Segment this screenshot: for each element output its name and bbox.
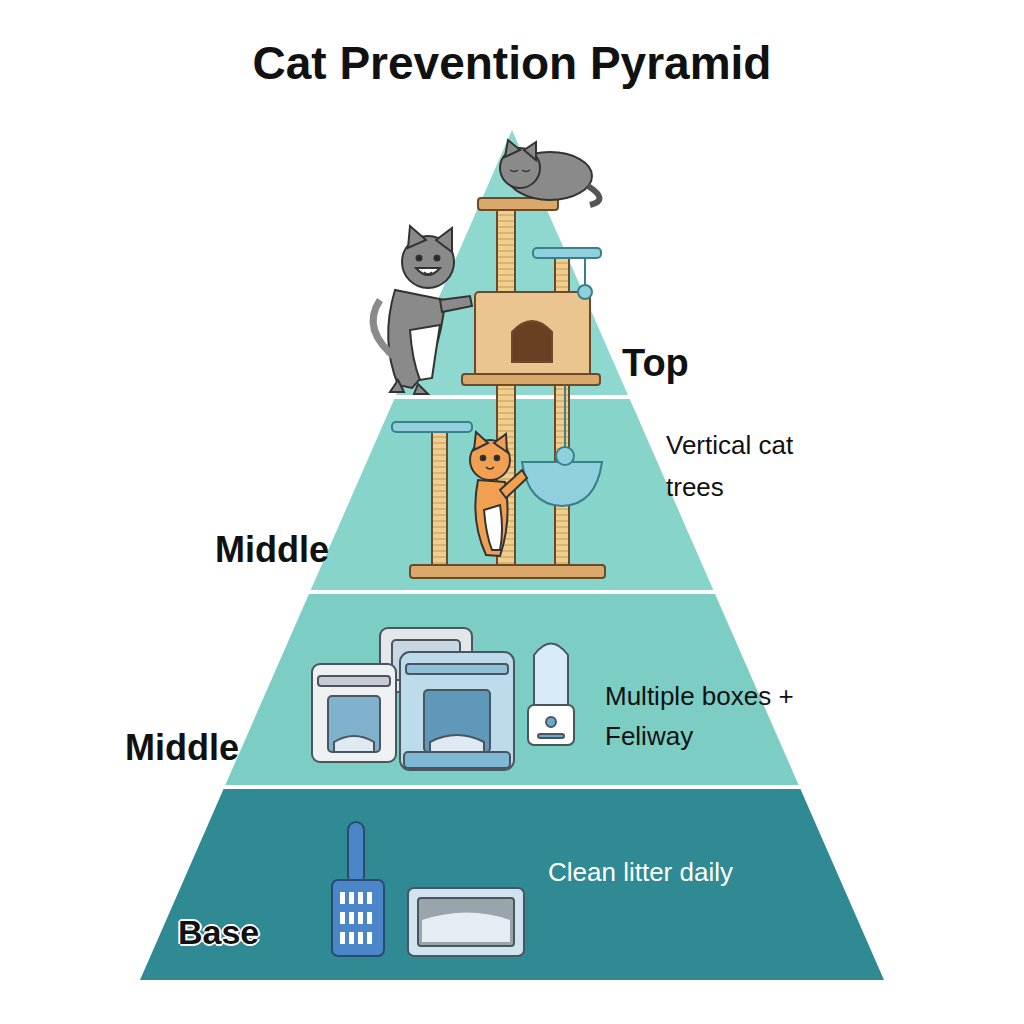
tier-description: Clean litter daily bbox=[548, 857, 733, 888]
tier-shape bbox=[140, 789, 884, 980]
tier-heading: Middle bbox=[125, 726, 239, 769]
tier-band bbox=[0, 789, 1024, 980]
pyramid-tier: Middle Multiple boxes + Feliway bbox=[0, 594, 1024, 785]
tier-heading: Middle bbox=[215, 528, 329, 571]
pyramid-tier: Top bbox=[0, 130, 1024, 395]
tier-heading: Base bbox=[178, 912, 259, 953]
tier-heading: Top bbox=[622, 340, 689, 386]
tier-description: Vertical cat trees bbox=[666, 424, 806, 508]
pyramid-tier: Middle Vertical cat trees bbox=[0, 399, 1024, 590]
tier-shape bbox=[396, 130, 628, 395]
tier-band bbox=[0, 399, 1024, 590]
tier-band bbox=[0, 130, 1024, 395]
pyramid-tier: Base Clean litter daily bbox=[0, 789, 1024, 980]
tier-description: Multiple boxes + Feliway bbox=[605, 676, 810, 756]
diagram-title: Cat Prevention Pyramid bbox=[0, 36, 1024, 90]
tier-shape bbox=[311, 399, 714, 590]
